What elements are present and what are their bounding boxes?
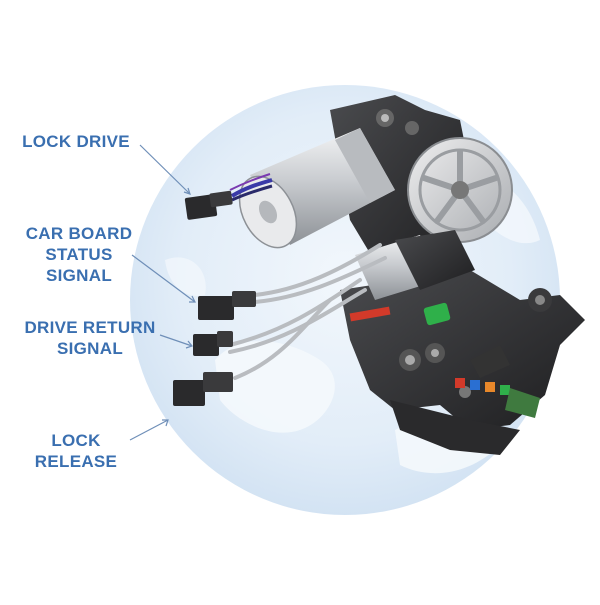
label-lock-release: LOCK RELEASE [28, 430, 124, 472]
lock-actuator-assembly [228, 95, 585, 455]
leader-car-board-status-arrow [189, 295, 196, 303]
label-lock-drive: LOCK DRIVE [18, 131, 134, 152]
car-board-status-connector [198, 291, 256, 320]
label-drive-return-signal: DRIVE RETURN SIGNAL [14, 317, 166, 359]
label-line: RELEASE [34, 452, 118, 471]
label-line: LOCK [51, 431, 101, 450]
leader-drive-return [159, 334, 193, 347]
label-line: LOCK DRIVE [22, 132, 130, 151]
label-car-board-status-signal: CAR BOARD STATUS SIGNAL [18, 223, 140, 286]
label-line: SIGNAL [45, 266, 113, 285]
leader-lock-drive [139, 144, 191, 195]
label-line: SIGNAL [56, 339, 124, 358]
leader-lock-release [129, 419, 169, 441]
label-line: CAR BOARD [25, 224, 133, 243]
drive-return-connector [193, 331, 233, 356]
leader-car-board-status [131, 254, 196, 303]
label-line: DRIVE RETURN [24, 318, 156, 337]
label-line: STATUS [45, 245, 113, 264]
lock-drive-connector [184, 190, 233, 220]
leader-lock-drive-arrow [183, 187, 191, 195]
leader-drive-return-arrow [185, 340, 194, 349]
lock-release-connector [173, 372, 233, 406]
leader-lock-release-arrow [162, 419, 169, 427]
